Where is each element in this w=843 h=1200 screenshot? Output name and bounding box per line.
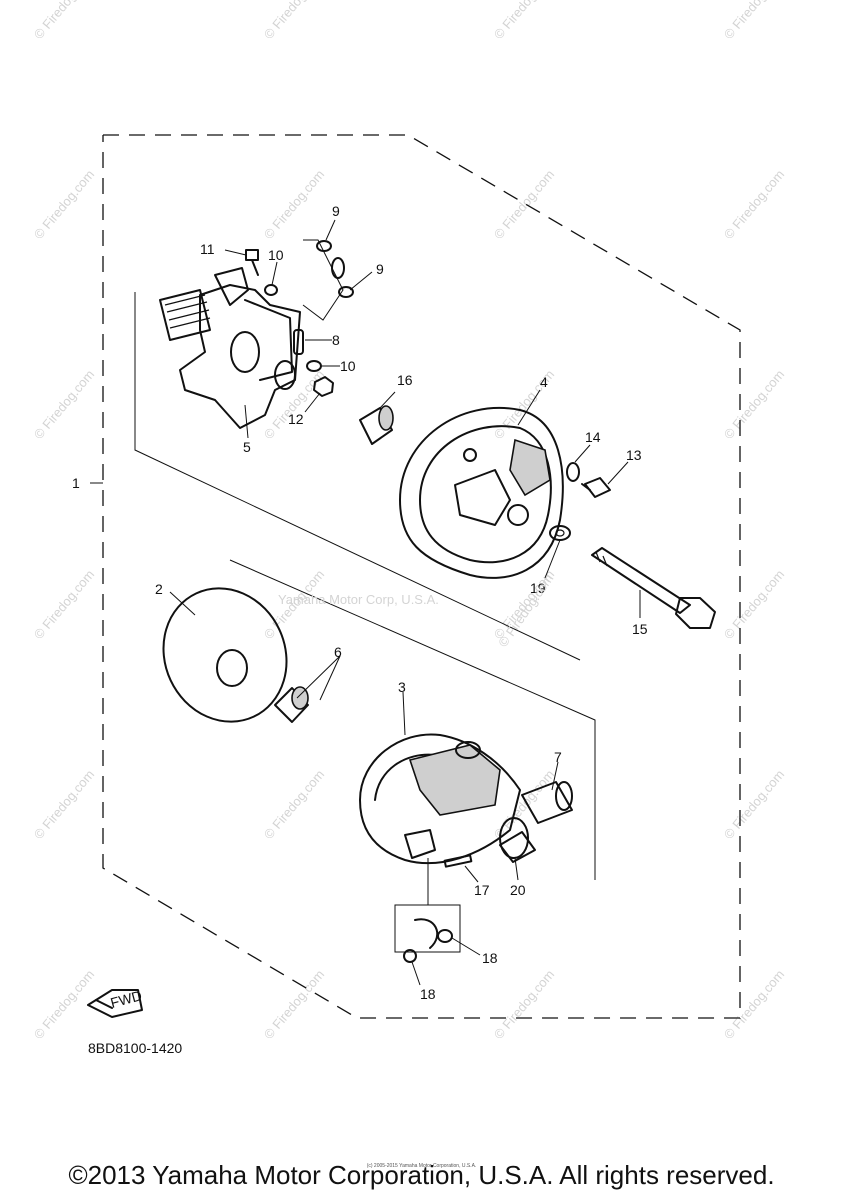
center-watermark-rotated: © Firedog.com — [495, 571, 556, 650]
part-3-body — [359, 733, 521, 865]
watermark-11: © Firedog.com — [721, 367, 787, 442]
diagram-code: 8BD8100-1420 — [88, 1040, 182, 1056]
watermark-3: © Firedog.com — [721, 0, 787, 42]
watermark-layer: © Firedog.com © Firedog.com © Firedog.com ©… — [31, 0, 787, 1042]
watermark-7: © Firedog.com — [721, 167, 787, 242]
watermark-12: © Firedog.com — [31, 567, 97, 642]
upper-group-bracket — [134, 292, 581, 661]
part-14-washer — [566, 462, 580, 482]
callout-18-right: 18 — [482, 950, 498, 966]
callout-9-top: 9 — [332, 203, 340, 219]
part-12-nut — [313, 376, 334, 397]
part-17-pin — [443, 854, 473, 868]
callout-16: 16 — [397, 372, 413, 388]
callout-8: 8 — [332, 332, 340, 348]
watermark-21: © Firedog.com — [261, 967, 327, 1042]
fwd-label: FWD — [109, 987, 144, 1011]
part-19-washer — [549, 525, 571, 541]
callout-19: 19 — [530, 580, 546, 596]
part-6-bushings — [274, 686, 309, 723]
watermark-1: © Firedog.com — [261, 0, 327, 42]
callout-20: 20 — [510, 882, 526, 898]
copyright-footer: ©2013 Yamaha Motor Corporation, U.S.A. A… — [68, 1160, 775, 1190]
watermark-17: © Firedog.com — [261, 767, 327, 842]
part-10-washers — [264, 284, 322, 372]
callout-2: 2 — [155, 581, 163, 597]
watermark-8: © Firedog.com — [31, 367, 97, 442]
callout-4: 4 — [540, 374, 548, 390]
callout-3: 3 — [398, 679, 406, 695]
part-9-rollers — [302, 239, 354, 321]
watermark-22: © Firedog.com — [491, 967, 557, 1042]
callout-13: 13 — [626, 447, 642, 463]
lower-group-bracket — [229, 559, 596, 880]
watermark-6: © Firedog.com — [491, 167, 557, 242]
callout-10-lower: 10 — [340, 358, 356, 374]
callouts: 1 2 3 4 5 6 7 8 9 9 10 10 11 12 13 14 15… — [72, 203, 648, 1002]
callout-17: 17 — [474, 882, 490, 898]
watermark-2: © Firedog.com — [491, 0, 557, 42]
watermark-19: © Firedog.com — [721, 767, 787, 842]
watermark-16: © Firedog.com — [31, 767, 97, 842]
part-18-retainers — [394, 858, 461, 963]
assembly-boundary — [102, 134, 741, 1019]
fwd-arrow-icon: FWD — [87, 987, 144, 1018]
tiny-notice: (c) 2005-2015 Yamaha Motor Corporation, … — [366, 1163, 477, 1169]
callout-9-lower: 9 — [376, 261, 384, 277]
part-5-spider — [159, 267, 301, 429]
callout-15: 15 — [632, 621, 648, 637]
watermark-4: © Firedog.com — [31, 167, 97, 242]
part-11-bolt — [245, 249, 259, 276]
center-watermark: Yamaha Motor Corp, U.S.A. — [278, 592, 439, 607]
part-13-bolt — [581, 477, 611, 498]
part-7-sleeve — [521, 781, 573, 824]
callout-6: 6 — [334, 644, 342, 660]
part-15-bolt — [591, 547, 716, 629]
watermark-23: © Firedog.com — [721, 967, 787, 1042]
callout-7: 7 — [554, 749, 562, 765]
callout-14: 14 — [585, 429, 601, 445]
callout-10-top: 10 — [268, 247, 284, 263]
callout-18-lower: 18 — [420, 986, 436, 1002]
callout-leaders — [169, 219, 641, 986]
callout-11: 11 — [200, 241, 215, 257]
callout-12: 12 — [288, 411, 304, 427]
watermark-0: © Firedog.com — [31, 0, 97, 42]
watermark-15: © Firedog.com — [721, 567, 787, 642]
callout-1: 1 — [72, 475, 80, 491]
part-4-cover — [399, 407, 564, 579]
part-16-bushing — [359, 405, 394, 445]
part-8-pin — [293, 329, 304, 355]
part-2-sheave — [162, 587, 288, 723]
watermark-5: © Firedog.com — [261, 167, 327, 242]
callout-5: 5 — [243, 439, 251, 455]
part-20-ring — [499, 817, 536, 863]
